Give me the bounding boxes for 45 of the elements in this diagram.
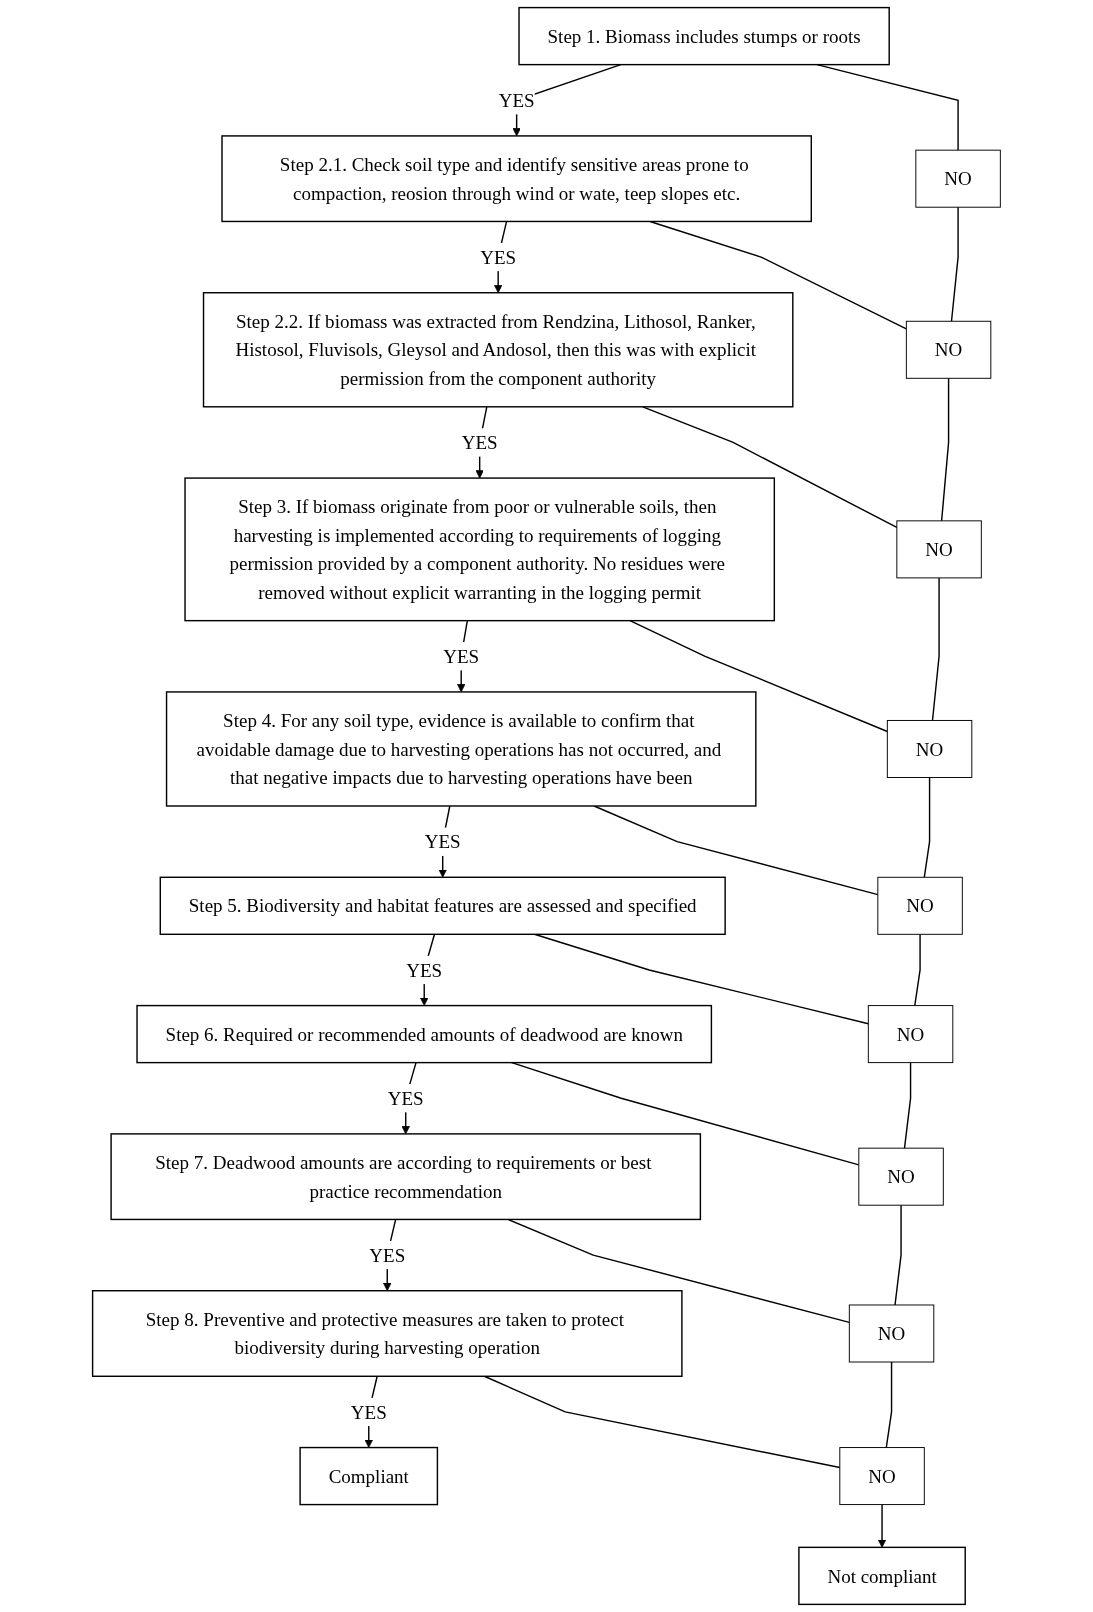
edge-label: YES bbox=[387, 1087, 424, 1109]
node-box: NO bbox=[858, 1147, 944, 1206]
connector bbox=[914, 933, 921, 1007]
node-box: NO bbox=[896, 520, 982, 579]
connector bbox=[940, 377, 950, 522]
connector bbox=[923, 776, 931, 878]
node-box: NO bbox=[915, 149, 1001, 208]
connector bbox=[629, 619, 889, 733]
connector bbox=[903, 1061, 912, 1149]
node-box: Step 7. Deadwood amounts are according to requirements or best practice recommendation bbox=[110, 1133, 702, 1221]
connector bbox=[593, 805, 879, 896]
edge-label: YES bbox=[424, 831, 461, 853]
node-box: Not compliant bbox=[798, 1546, 966, 1606]
node-box: NO bbox=[886, 719, 973, 778]
node-box: NO bbox=[867, 1005, 954, 1064]
node-box: NO bbox=[905, 320, 992, 379]
node-box: Step 2.2. If biomass was extracted from Rendzina, Lithosol, Ranker, Histosol, Fluvisols, Gleysol and Andosol, then this was with explicit permission from the component authority bbox=[202, 292, 794, 408]
edge-label: YES bbox=[461, 431, 498, 453]
node-box: Step 5. Biodiversity and habitat features are assessed and specified bbox=[159, 876, 726, 935]
connector bbox=[931, 577, 940, 722]
edge-label: YES bbox=[369, 1244, 406, 1266]
connector bbox=[511, 1061, 860, 1166]
node-box: NO bbox=[839, 1447, 925, 1506]
node-box: Compliant bbox=[299, 1446, 439, 1506]
edge-label: YES bbox=[498, 89, 535, 111]
connector bbox=[642, 406, 898, 529]
connector bbox=[483, 1375, 841, 1469]
connector bbox=[885, 1361, 893, 1449]
node-box: Step 8. Preventive and protective measures are taken to protect biodiversity during harvesting operation bbox=[91, 1290, 683, 1377]
node-box: Step 3. If biomass originate from poor or vulnerable soils, then harvesting is implemented according to requirements of logging permission provided by a component authority. No residues were removed without explicit warranting in the logging permit bbox=[184, 477, 776, 622]
connector bbox=[649, 220, 908, 330]
arrow bbox=[877, 1503, 887, 1548]
connector bbox=[894, 1204, 902, 1306]
edge-label: YES bbox=[480, 246, 517, 268]
edge-label: YES bbox=[350, 1401, 387, 1423]
node-box: NO bbox=[877, 876, 963, 935]
node-box: Step 4. For any soil type, evidence is available to confirm that avoidable damage due to harvesting operations has not occurred, and that negative impacts due to harvesting operations have been bbox=[165, 691, 757, 807]
node-box: NO bbox=[848, 1304, 935, 1363]
connector bbox=[507, 1218, 851, 1324]
edge-label: YES bbox=[406, 959, 443, 981]
edge-label: YES bbox=[443, 645, 480, 667]
node-box: Step 1. Biomass includes stumps or roots bbox=[518, 6, 890, 66]
node-box: Step 6. Required or recommended amounts of deadwood are known bbox=[136, 1004, 713, 1064]
node-box: Step 2.1. Check soil type and identify sensitive areas prone to compaction, reosion through wind or wate, teep slopes etc. bbox=[221, 135, 813, 223]
connector bbox=[950, 206, 959, 322]
